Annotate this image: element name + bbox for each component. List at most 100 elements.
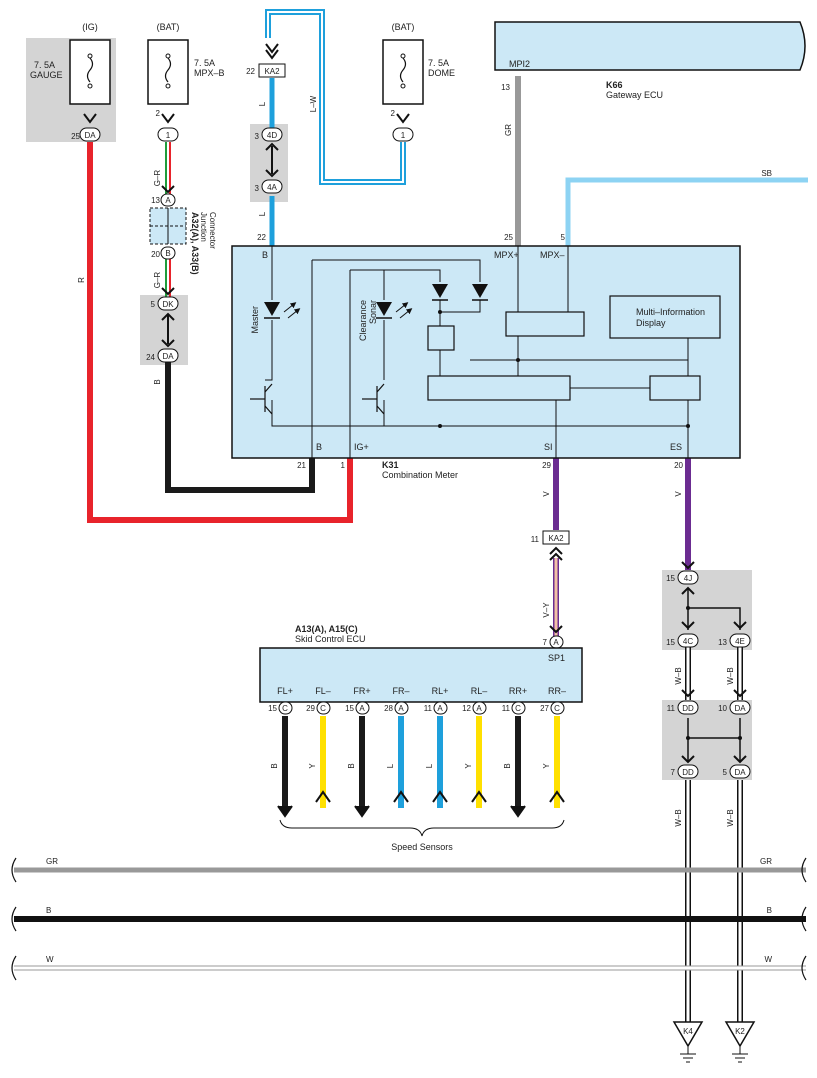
wire-label: V — [674, 491, 683, 497]
wire-sb — [565, 177, 808, 246]
connector-label: 4A — [267, 183, 277, 192]
wire-label: Y — [464, 763, 473, 769]
wire-label: Y — [308, 763, 317, 769]
connector-da-10: 10 DA — [718, 700, 751, 715]
pin-number: 29 — [542, 461, 551, 470]
pin-connector — [433, 701, 448, 715]
pin-number: 11 — [502, 704, 511, 713]
pin-number: 15 — [268, 704, 277, 713]
pin-connector — [394, 701, 409, 715]
connector-4c: 15 4C — [666, 633, 699, 648]
ground-label: K2 — [735, 1027, 745, 1036]
pin-number: 12 — [462, 704, 471, 713]
pin-connector — [355, 701, 370, 715]
connector-label: 4E — [735, 637, 745, 646]
bus-label-right: GR — [760, 857, 772, 866]
wire-label: B — [503, 763, 512, 768]
bus-label-left: GR — [46, 857, 58, 866]
wire-label: B — [347, 763, 356, 768]
ground-label: K4 — [683, 1027, 693, 1036]
wire-label: W–B — [674, 809, 683, 826]
connector-label: 4J — [684, 574, 692, 583]
junction-code: A32(A), A33(B) — [190, 212, 200, 275]
connector-4a: 3 4A — [255, 179, 283, 194]
pin-label: IG+ — [354, 442, 369, 452]
chevrons — [83, 43, 747, 764]
pin-connector — [511, 701, 526, 715]
connector-da-24: 24 DA — [146, 348, 179, 363]
connector-dd-11: 11 DD — [667, 700, 699, 715]
wire-label: G–R — [153, 272, 162, 289]
ground-k4: K4 — [672, 1021, 704, 1063]
connector-label: KA2 — [264, 67, 280, 76]
connector-label: A — [476, 704, 482, 713]
wire-label: L — [258, 211, 267, 216]
dome-fuse-rating: 7. 5A — [428, 58, 449, 68]
gauge-fuse: (IG) 7. 5A GAUGE — [30, 22, 111, 105]
connector-label: C — [282, 704, 288, 713]
sensor-arrow — [277, 805, 293, 818]
pin-label: SI — [544, 442, 553, 452]
connector-label: KA2 — [548, 534, 564, 543]
pin-label: B — [262, 250, 268, 260]
pin-label: RL+ — [432, 686, 449, 696]
connector-label: DA — [734, 768, 746, 777]
gateway-code: K66 — [606, 80, 623, 90]
pin-number: 2 — [156, 109, 161, 118]
connector-label: A — [165, 196, 171, 205]
sonar-label-2: Sonar — [368, 300, 378, 324]
connector-label: 4C — [683, 637, 693, 646]
bus-label-right: B — [767, 906, 772, 915]
wire-wb-group — [685, 646, 743, 1022]
pin-number: 25 — [71, 132, 80, 141]
pin-number: 7 — [671, 768, 676, 777]
gauge-fuse-source: (IG) — [82, 22, 98, 32]
pin-number: 27 — [540, 704, 549, 713]
wire-label: Y — [542, 763, 551, 769]
wire-label: V — [542, 491, 551, 497]
bus-w: W W — [11, 955, 807, 981]
wire-label: G–R — [153, 170, 162, 187]
mid-display-label-1: Multi–Information — [636, 307, 705, 317]
pin-number: 21 — [297, 461, 306, 470]
skid-ecu-name: Skid Control ECU — [295, 634, 366, 644]
connector-dd-7: 7 DD — [671, 764, 699, 779]
meter-name: Combination Meter — [382, 470, 458, 480]
wire-red-ig — [87, 142, 353, 523]
pin-number: 24 — [146, 353, 155, 362]
wire-label: L — [386, 763, 395, 768]
wire-label: L–W — [309, 95, 318, 112]
dome-fuse: (BAT) 7. 5A DOME — [382, 22, 455, 105]
mpxb-fuse-rating: 7. 5A — [194, 58, 215, 68]
sensor-arrow — [549, 790, 565, 803]
sensor-arrow — [354, 805, 370, 818]
connector-da-gauge: 25 DA — [71, 127, 101, 142]
connector-da-5: 5 DA — [723, 764, 751, 779]
wire-label: SB — [761, 169, 772, 178]
skid-ecu-code: A13(A), A15(C) — [295, 624, 358, 634]
pin-number: 29 — [306, 704, 315, 713]
pin-number: 13 — [151, 196, 160, 205]
connector-label: A — [398, 704, 404, 713]
wire-lw-loop-inner — [267, 11, 404, 183]
pin-number: 20 — [151, 250, 160, 259]
wire-black-b — [165, 356, 315, 493]
pin-number: 3 — [255, 132, 260, 141]
mpxb-fuse-name: MPX–B — [194, 68, 225, 78]
pin-connector — [472, 701, 487, 715]
wire-label: B — [153, 379, 162, 384]
gateway-pin-number: 13 — [501, 83, 510, 92]
pin-number: 22 — [246, 67, 255, 76]
master-label: Master — [250, 306, 260, 334]
connector-label: DK — [162, 300, 174, 309]
pin-label: RR– — [548, 686, 566, 696]
connector-ka2-top: 22 KA2 — [246, 63, 286, 78]
pin-number: 11 — [424, 704, 433, 713]
pin-number: 5 — [561, 233, 566, 242]
junction-connector: 13 A 20 B A32(A), A33(B) Junction Connec… — [149, 193, 217, 275]
connector-label: C — [554, 704, 560, 713]
connector-label: 1 — [401, 131, 406, 140]
